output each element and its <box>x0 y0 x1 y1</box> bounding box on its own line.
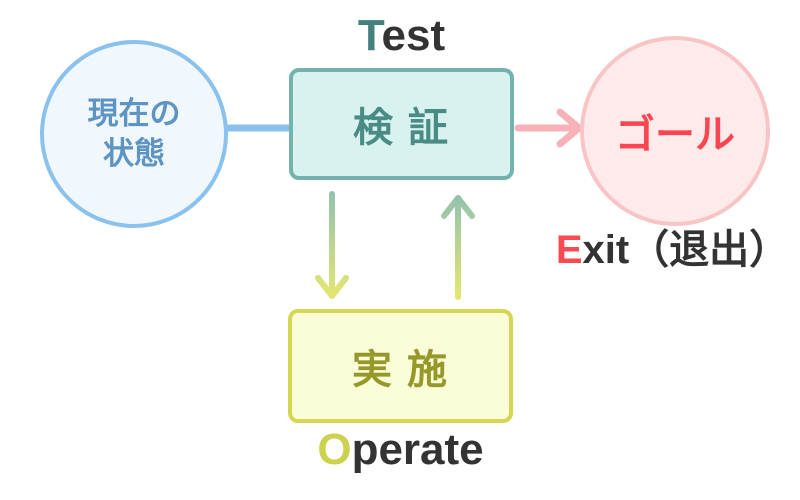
current-state-line2: 状態 <box>103 136 165 171</box>
node-test-box: 検 証 <box>289 68 514 180</box>
label-operate-initial: O <box>317 425 352 474</box>
label-test-initial: T <box>357 11 382 60</box>
label-test: Test <box>289 14 514 58</box>
arrow-test-to-operate <box>315 191 349 299</box>
arrow-test-to-goal <box>514 108 583 148</box>
node-goal: ゴール <box>580 36 770 226</box>
node-current-state: 現在の 状態 <box>40 40 228 228</box>
operate-box-label: 実 施 <box>351 348 450 392</box>
label-operate-rest: perate <box>351 425 484 474</box>
node-operate-box: 実 施 <box>288 309 513 423</box>
label-exit: Exit（退出） <box>545 230 800 270</box>
label-test-rest: est <box>381 11 446 60</box>
arrow-operate-to-test <box>441 195 475 300</box>
label-exit-rest: xit（退出） <box>582 228 790 272</box>
current-state-text: 現在の 状態 <box>88 94 181 175</box>
label-exit-initial: E <box>555 228 583 272</box>
test-box-label: 検 証 <box>352 106 451 150</box>
label-operate: Operate <box>288 428 513 472</box>
goal-label: ゴール <box>615 113 735 157</box>
current-state-line1: 現在の <box>87 95 181 131</box>
